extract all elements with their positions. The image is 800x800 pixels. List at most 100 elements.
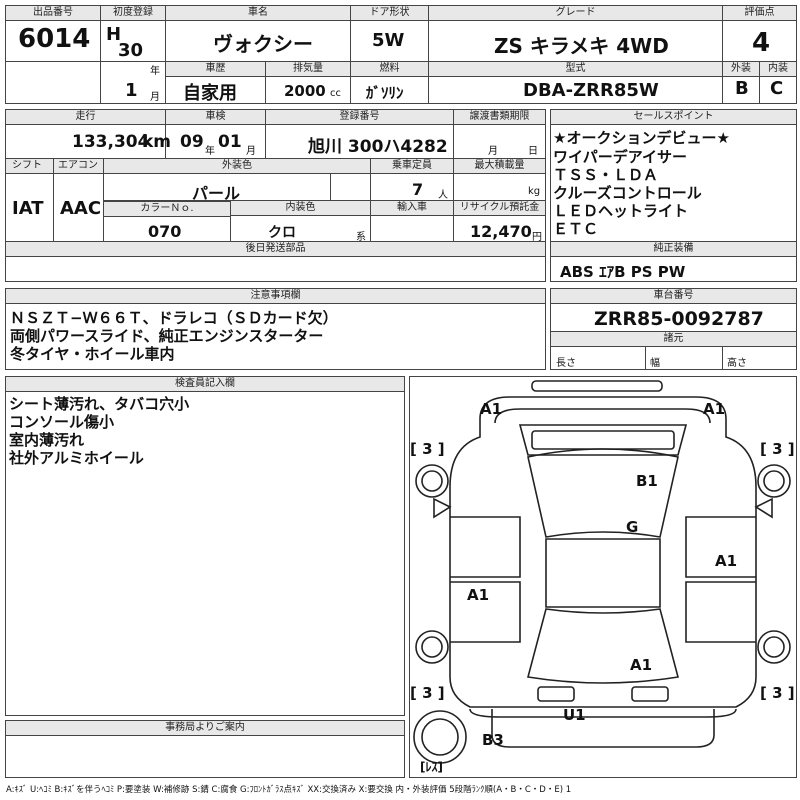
grade-value: ZS キラメキ 4WD: [494, 34, 669, 58]
car-name-label: 車名: [166, 6, 350, 21]
inspector-line: 社外アルミホイール: [9, 449, 144, 467]
damage-mark: B3: [482, 731, 504, 749]
reg-no-label: 登録番号: [266, 110, 453, 125]
lot-label: 出品番号: [6, 6, 100, 21]
model-label: 型式: [429, 62, 722, 77]
inspection-label: 車検: [166, 110, 265, 125]
ext-color-label: 外装色: [104, 159, 370, 174]
top-block: [5, 5, 797, 104]
first-reg-month: 1: [125, 80, 138, 101]
max-load-unit: kg: [528, 186, 541, 197]
damage-mark: A1: [467, 586, 490, 604]
later-parts-label: 後日発送部品: [6, 242, 545, 257]
doors-value: 5W: [372, 30, 405, 51]
transfer-label: 譲渡書類期限: [454, 110, 545, 125]
tire-fr: [ 3 ]: [760, 440, 795, 458]
displacement-value: 2000: [284, 82, 326, 100]
inspector-line: 室内薄汚れ: [9, 431, 85, 449]
office-label: 事務局よりご案内: [6, 721, 404, 736]
chassis-value: ZRR85-0092787: [594, 308, 764, 330]
capacity-unit: 人: [438, 190, 448, 201]
color-no-label: カラーＮｏ.: [104, 201, 230, 217]
ext-score-label: 外装: [723, 62, 759, 77]
int-color-unit: 系: [356, 232, 366, 243]
office-box: [5, 720, 405, 778]
displacement-unit: cc: [330, 88, 341, 99]
int-score-label: 内装: [760, 62, 796, 77]
tire-spare: [ﾚｽ]: [420, 760, 443, 774]
aircon-value: AAC: [60, 198, 102, 219]
first-reg-month-unit: 月: [150, 92, 160, 103]
max-load-label: 最大積載量: [454, 159, 545, 174]
ext-score: B: [735, 78, 749, 99]
lot-number: 6014: [18, 24, 91, 54]
caution-box: [5, 288, 546, 370]
sales-point-line: クルーズコントロール: [553, 184, 702, 202]
caution-label: 注意事項欄: [6, 289, 545, 304]
inspection-month: 01: [218, 132, 242, 152]
transfer-day-unit: 日: [528, 146, 538, 157]
inspector-line: シート薄汚れ、タバコ穴小: [9, 395, 190, 413]
recycle-unit: 円: [532, 232, 542, 243]
model-value: DBA-ZRR85W: [523, 80, 659, 101]
fuel-label: 燃料: [351, 62, 428, 77]
first-reg-year-unit: 年: [150, 66, 160, 77]
sales-points-label: セールスポイント: [551, 110, 796, 125]
doors-label: ドア形状: [351, 6, 428, 21]
color-no-value: 070: [148, 222, 182, 241]
tire-rl: [ 3 ]: [410, 684, 445, 702]
chassis-label: 車台番号: [551, 289, 796, 304]
score-label: 評価点: [723, 6, 796, 21]
inspector-box: [5, 376, 405, 716]
sales-point-line: ＴＳＳ・ＬＤＡ: [553, 166, 659, 184]
shift-value: IAT: [12, 198, 44, 219]
int-color-value: クロ: [268, 225, 296, 241]
shift-label: シフト: [6, 159, 53, 174]
first-reg-era: H: [106, 24, 122, 45]
aircon-label: エアコン: [54, 159, 103, 174]
damage-mark: B1: [636, 472, 658, 490]
sales-point-line: ★オークションデビュー★: [553, 129, 730, 147]
history-value: 自家用: [183, 83, 237, 104]
transfer-month-unit: 月: [488, 146, 498, 157]
inspection-month-unit: 月: [246, 146, 256, 157]
capacity-label: 乗車定員: [371, 159, 453, 174]
sales-point-line: ＥＴＣ: [553, 220, 599, 238]
tire-fl: [ 3 ]: [410, 440, 445, 458]
car-diagram: [409, 376, 797, 778]
damage-mark: U1: [563, 706, 586, 724]
int-score: C: [770, 78, 784, 99]
damage-mark: A1: [715, 552, 738, 570]
specs-label: 諸元: [551, 331, 796, 347]
chassis-box: [550, 288, 797, 370]
mileage-label: 走行: [6, 110, 165, 125]
legend: A:ｷｽﾞ U:ﾍｺﾐ B:ｷｽﾞを伴うﾍｺﾐ P:要塗装 W:補修跡 S:錆 …: [6, 785, 572, 795]
score-value: 4: [752, 28, 771, 58]
recycle-label: リサイクル預託金: [454, 201, 545, 216]
caution-line: 両側パワースライド、純正エンジンスターター: [10, 327, 324, 345]
inspection-year-unit: 年: [205, 146, 215, 157]
history-label: 車歴: [166, 62, 265, 77]
length-label: 長さ: [556, 358, 576, 369]
mileage-unit: km: [142, 132, 172, 152]
height-label: 高さ: [727, 358, 747, 369]
ext-color-value: パール: [192, 184, 241, 203]
fuel-value: ｶﾞｿﾘﾝ: [366, 84, 404, 102]
recycle-value: 12,470: [470, 222, 532, 241]
first-reg-label: 初度登録: [101, 6, 165, 21]
first-reg-year: 30: [118, 40, 144, 61]
sales-point-line: ワイパーデアイサー: [553, 148, 687, 166]
car-outline: [413, 380, 791, 764]
reg-no-value: 旭川 300ハ4282: [308, 137, 448, 157]
width-label: 幅: [650, 358, 660, 369]
sales-points-box: [550, 109, 797, 282]
damage-mark: A1: [703, 400, 726, 418]
int-color-label: 内装色: [231, 201, 370, 216]
factory-equip-value: ABS ｴｱB PS PW: [560, 263, 686, 281]
mileage-value: 133,304: [72, 132, 150, 152]
car-name: ヴォクシー: [213, 32, 313, 56]
damage-mark: G: [626, 518, 639, 536]
damage-mark: A1: [480, 400, 503, 418]
damage-mark: A1: [630, 656, 653, 674]
tire-rr: [ 3 ]: [760, 684, 795, 702]
